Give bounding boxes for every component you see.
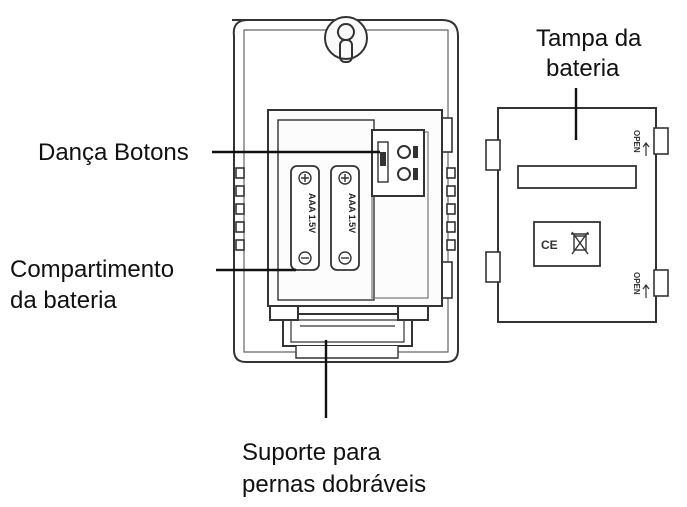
left-side-ribs <box>235 167 245 251</box>
mode-button-icon <box>397 167 411 181</box>
reset-button-icon <box>397 145 411 159</box>
right-side-ribs <box>446 167 456 251</box>
cover-label-window <box>517 165 637 189</box>
label-tampa-line2: bateria <box>546 55 620 82</box>
label-compartimento-line2: da bateria <box>10 287 117 314</box>
certification-plate <box>533 221 601 267</box>
cover-open-label-top: OPEN <box>632 130 641 153</box>
cover-open-label-bottom: OPEN <box>632 272 641 295</box>
battery-label: AAA 1.5V <box>347 193 357 233</box>
battery-cover: CE OPEN OPEN <box>485 107 669 323</box>
battery-right: AAA 1.5V <box>330 165 360 271</box>
crossed-bin-icon <box>571 231 589 255</box>
label-danca-botons: Dança Botons <box>38 139 189 166</box>
leader-lines <box>212 88 578 418</box>
battery-label: AAA 1.5V <box>307 193 317 233</box>
battery-left: AAA 1.5V <box>290 165 320 271</box>
ce-mark: CE <box>541 238 558 252</box>
label-suporte-line2: pernas dobráveis <box>242 471 426 498</box>
button-panel <box>371 129 425 197</box>
label-suporte-line1: Suporte para <box>242 439 381 466</box>
open-arrow-icon <box>642 142 650 298</box>
wall-mount-keyhole <box>324 16 368 63</box>
foldable-stand <box>269 305 429 359</box>
label-tampa-line1: Tampa da <box>536 25 642 52</box>
label-compartimento-line1: Compartimento <box>10 256 174 283</box>
